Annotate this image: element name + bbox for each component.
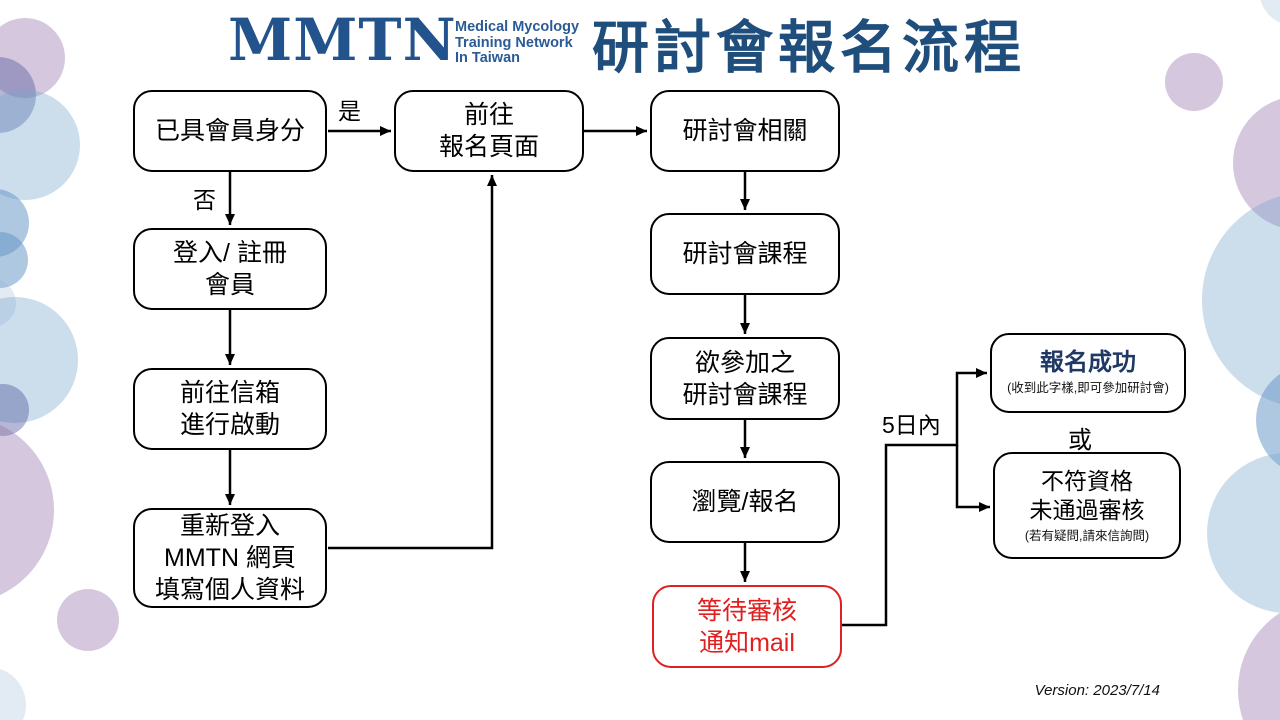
- flow-box-desired-course: 欲參加之 研討會課程: [650, 337, 840, 420]
- logo-subtitle-line: Medical Mycology: [455, 19, 580, 35]
- box-text-line: 不符資格: [1041, 467, 1133, 494]
- box-text-line: 登入/ 註冊: [173, 239, 287, 267]
- flow-box-login-register: 登入/ 註冊 會員: [133, 228, 327, 310]
- arrow-wait-to-rejected: [955, 445, 990, 512]
- logo-subtitle-line: Training Network: [455, 34, 573, 51]
- box-text-line: 已具會員身分: [154, 117, 305, 145]
- page-title: 研討會報名流程: [592, 16, 1026, 80]
- flow-box-goto-registration-page: 前往 報名頁面: [394, 90, 584, 172]
- version-label: Version: 2023/7/14: [1034, 682, 1160, 699]
- flow-box-seminar-related: 研討會相關: [650, 90, 840, 172]
- flow-box-seminar-course: 研討會課程: [650, 213, 840, 295]
- edge-label-yes: 是: [338, 98, 361, 124]
- box-text-line: 欲參加之: [694, 348, 795, 377]
- box-text-line: 研討會課程: [682, 380, 808, 409]
- box-title: 報名成功: [1040, 349, 1136, 377]
- box-subtitle: (收到此字樣,即可參加研討會): [1007, 380, 1169, 395]
- flow-box-not-qualified: 不符資格 未通過審核 (若有疑問,請來信詢問): [993, 452, 1181, 559]
- logo-subtitle-line: In Taiwan: [455, 50, 520, 66]
- box-text-line: 前往: [463, 101, 514, 129]
- flow-box-registration-success: 報名成功 (收到此字樣,即可參加研討會): [990, 333, 1186, 413]
- flow-box-member-status: 已具會員身分: [133, 90, 327, 172]
- flow-box-wait-review-mail: 等待審核 通知mail: [652, 585, 842, 668]
- box-text-line: 通知mail: [699, 628, 795, 657]
- edge-label-no: 否: [193, 187, 216, 213]
- mmtn-logo: MMTN: [228, 6, 457, 74]
- arrow-relogin-to-gotoreg: [328, 175, 497, 550]
- box-text-line: 前往信箱: [179, 379, 280, 407]
- box-text-line: 填寫個人資料: [154, 576, 305, 604]
- edge-label-or: 或: [1068, 427, 1092, 454]
- box-text-line: 研討會相關: [682, 117, 808, 145]
- box-subtitle: (若有疑問,請來信詢問): [1024, 529, 1150, 544]
- box-text-line: 等待審核: [696, 596, 797, 625]
- box-text-line: MMTN 網頁: [164, 544, 296, 572]
- box-text-line: 會員: [204, 271, 255, 299]
- box-text-line: 研討會課程: [682, 240, 808, 268]
- arrow-wait-to-success: [842, 368, 987, 627]
- flow-box-browse-register: 瀏覽/報名: [650, 461, 840, 543]
- box-text-line: 進行啟動: [179, 411, 280, 439]
- flow-box-mailbox-activate: 前往信箱 進行啟動: [133, 368, 327, 450]
- box-text-line: 瀏覽/報名: [691, 488, 799, 516]
- box-text-line: 報名頁面: [438, 133, 539, 161]
- logo-subtitle: Medical Mycology Training Network In Tai…: [455, 19, 580, 67]
- box-text-line: 未通過審核: [1029, 497, 1145, 523]
- edge-label-within-5-days: 5日內: [882, 412, 941, 438]
- flow-box-relogin-profile: 重新登入 MMTN 網頁 填寫個人資料: [133, 508, 327, 608]
- box-text-line: 重新登入: [179, 512, 280, 540]
